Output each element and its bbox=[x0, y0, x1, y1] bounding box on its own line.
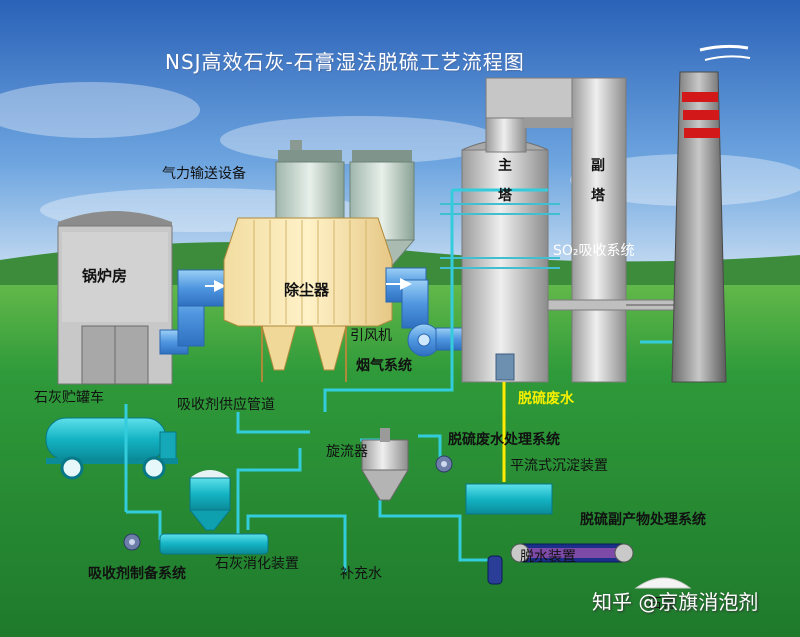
pump-icon bbox=[435, 455, 453, 473]
label-main-tower-2: 塔 bbox=[498, 188, 512, 204]
label-sedimentation: 平流式沉淀装置 bbox=[510, 458, 608, 474]
dewatering-belt bbox=[487, 543, 634, 585]
label-wastewater-system: 脱硫废水处理系统 bbox=[448, 432, 560, 448]
label-makeup-water: 补充水 bbox=[340, 566, 382, 582]
label-pneumatic: 气力输送设备 bbox=[162, 166, 246, 182]
label-wastewater: 脱硫废水 bbox=[518, 391, 574, 407]
label-so2-system: SO₂吸收系统 bbox=[553, 243, 635, 259]
label-lime-truck: 石灰贮罐车 bbox=[34, 390, 104, 406]
label-boiler: 锅炉房 bbox=[82, 267, 128, 285]
diagram-title: NSJ高效石灰-石膏湿法脱硫工艺流程图 bbox=[165, 50, 525, 74]
label-cyclone: 旋流器 bbox=[326, 444, 368, 460]
outlet-flue-line bbox=[626, 304, 692, 306]
dust-collector bbox=[223, 217, 393, 382]
boiler-house bbox=[57, 211, 173, 385]
auxiliary-tower bbox=[524, 77, 627, 383]
lime-slaker bbox=[159, 470, 269, 555]
cyclone bbox=[361, 428, 409, 501]
pump-icon bbox=[123, 533, 141, 551]
label-aux-tower-2: 塔 bbox=[591, 188, 605, 204]
chimney-stack bbox=[671, 44, 751, 383]
label-fan: 引风机 bbox=[350, 328, 392, 344]
label-aux-tower-1: 副 bbox=[591, 158, 605, 174]
label-dewater: 脱水装置 bbox=[520, 549, 576, 565]
label-main-tower-1: 主 bbox=[498, 158, 512, 174]
watermark: 知乎 @京旗消泡剂 bbox=[592, 590, 759, 614]
label-flue-system: 烟气系统 bbox=[356, 358, 412, 374]
label-absorbent-prep: 吸收剂制备系统 bbox=[88, 566, 186, 582]
label-absorbent-pipe: 吸收剂供应管道 bbox=[177, 397, 275, 413]
label-byproduct-system: 脱硫副产物处理系统 bbox=[580, 512, 706, 528]
flue-duct-outlet bbox=[385, 267, 429, 329]
label-dust-collector: 除尘器 bbox=[284, 281, 330, 299]
induced-draft-fan bbox=[407, 323, 463, 357]
lime-storage-truck bbox=[45, 417, 178, 480]
gypsum-pile bbox=[634, 577, 692, 589]
label-slaker: 石灰消化装置 bbox=[215, 556, 299, 572]
sedimentation-tank bbox=[465, 483, 553, 515]
label-gypsum: 石膏 bbox=[648, 596, 676, 612]
